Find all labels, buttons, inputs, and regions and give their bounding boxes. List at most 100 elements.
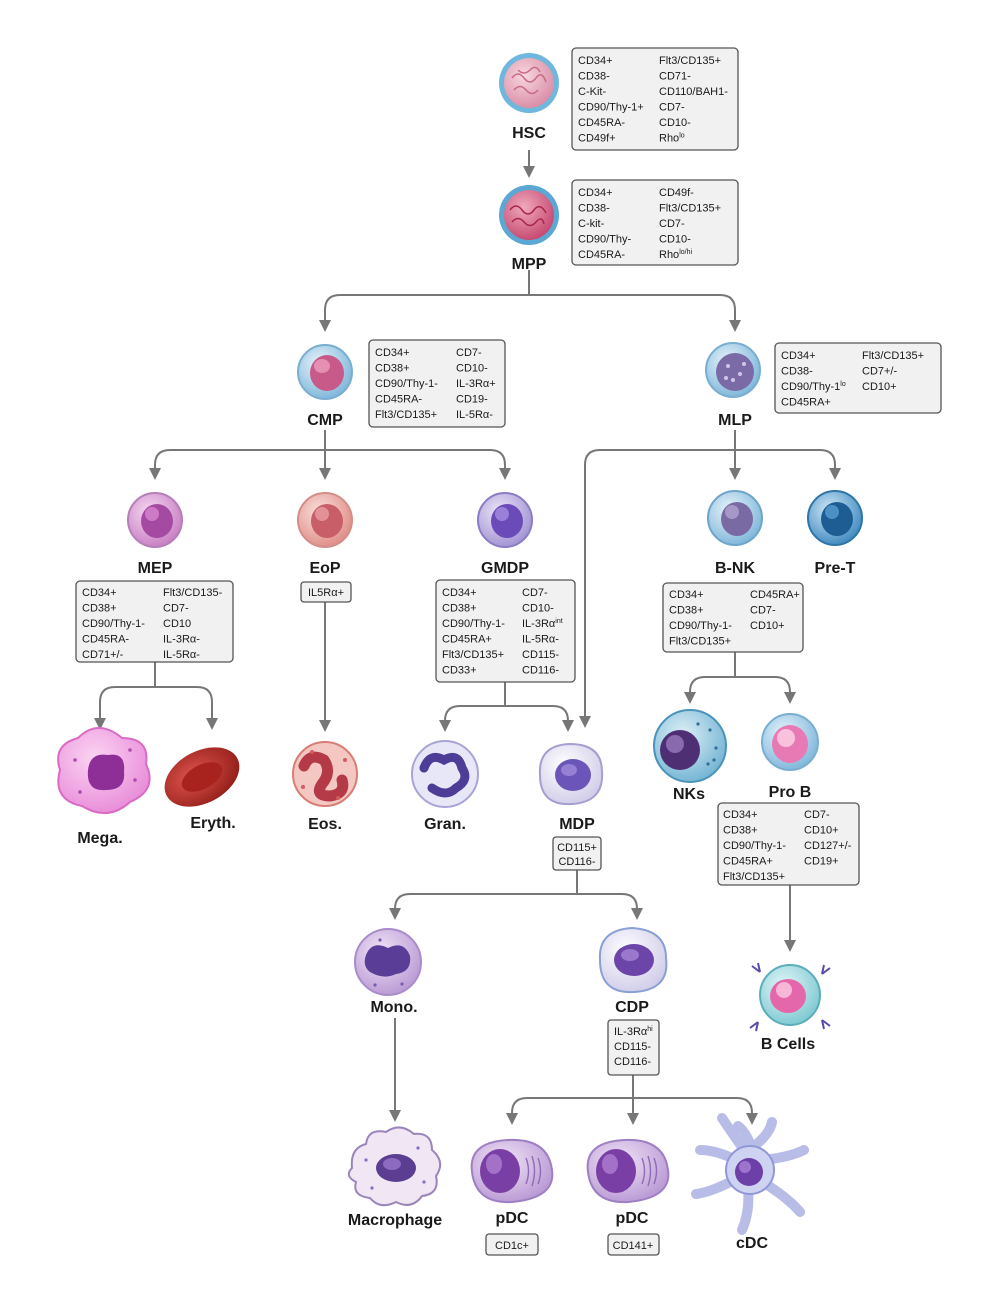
nks-cell-icon [653, 709, 727, 783]
pdc1-marker-box: CD1c+ [485, 1233, 539, 1256]
mpp-cell-icon [499, 185, 559, 245]
prob-marker-box: CD34+CD38+CD90/Thy-1-CD45RA+Flt3/CD135+ … [717, 802, 860, 886]
mep-marker-box: CD34+CD38+CD90/Thy-1-CD45RA-CD71+/- Flt3… [75, 580, 234, 663]
gran-cell-icon [411, 740, 479, 808]
bnk-cell-icon [707, 490, 763, 546]
eop-cell-icon [297, 492, 353, 548]
cdp-cell-icon [598, 926, 668, 994]
eryth-cell-icon [164, 747, 240, 807]
pdc2-marker-box: CD141+ [607, 1233, 660, 1256]
prob-label: Pro B [769, 784, 812, 801]
arrowhead [562, 720, 574, 732]
cmp-cell-icon [297, 344, 353, 400]
svg-text:CD34+CD38+CD90/Thy-1-CD45RA-Fl: CD34+CD38+CD90/Thy-1-CD45RA-Flt3/CD135+ [375, 347, 438, 421]
pdc2-cell-icon [586, 1138, 670, 1204]
arrowhead [439, 720, 451, 732]
connector-bnk-split [689, 652, 791, 694]
connector-gmdp-split [444, 682, 569, 722]
mdp-marker-box: CD115+CD116- [552, 836, 602, 871]
mono-cell-icon [354, 928, 422, 996]
connectors [94, 150, 841, 1125]
arrowhead [149, 468, 161, 480]
connector-mpp-split [324, 270, 736, 322]
hsc-label: HSC [512, 125, 546, 142]
bnk-label: B-NK [715, 560, 755, 577]
eryth-label: Eryth. [190, 815, 235, 832]
arrowhead [746, 1113, 758, 1125]
svg-text:CD34+CD38+CD90/Thy-1-CD45RA-CD: CD34+CD38+CD90/Thy-1-CD45RA-CD71+/- [82, 587, 145, 661]
mpp-label: MPP [512, 256, 547, 273]
eos-label: Eos. [308, 816, 342, 833]
eos-cell-icon [292, 741, 358, 807]
hsc-marker-box: CD34+CD38-C-Kit-CD90/Thy-1+CD45RA-CD49f+… [571, 47, 739, 151]
mono-label: Mono. [370, 999, 417, 1016]
svg-text:IL5Rα+: IL5Rα+ [308, 587, 344, 599]
connector-mdp-split [394, 870, 638, 910]
eop-label: EoP [309, 560, 340, 577]
mlp-label: MLP [718, 412, 752, 429]
svg-text:CD34+CD38+CD90/Thy-1-CD45RA+Fl: CD34+CD38+CD90/Thy-1-CD45RA+Flt3/CD135+ [723, 809, 786, 883]
arrowhead [319, 320, 331, 332]
pdc2-label: pDC [616, 1210, 649, 1227]
arrowhead [829, 468, 841, 480]
arrowhead [506, 1113, 518, 1125]
svg-text:Flt3/CD135+CD7+/-CD10+: Flt3/CD135+CD7+/-CD10+ [862, 350, 924, 393]
bcells-cell-icon [749, 962, 831, 1032]
gran-label: Gran. [424, 816, 466, 833]
cdc-cell-icon [691, 1113, 809, 1235]
svg-text:CD34+CD38-C-kit-CD90/Thy-CD45R: CD34+CD38-C-kit-CD90/Thy-CD45RA- [578, 187, 632, 261]
pret-cell-icon [807, 490, 863, 546]
macrophage-cell-icon [347, 1126, 442, 1207]
mpp-marker-box: CD34+CD38-C-kit-CD90/Thy-CD45RA- CD49f-F… [571, 179, 739, 266]
mdp-label: MDP [559, 816, 595, 833]
svg-text:CD7-CD10-IL-3Rα+CD19-IL-5Rα-: CD7-CD10-IL-3Rα+CD19-IL-5Rα- [456, 347, 496, 421]
svg-text:CD49f-Flt3/CD135+CD7-CD10-Rhol: CD49f-Flt3/CD135+CD7-CD10-Rholo/hi [659, 187, 721, 261]
hsc-cell-icon [499, 53, 559, 113]
gmdp-cell-icon [477, 492, 533, 548]
connector-cmp-split [154, 430, 506, 470]
mlp-cell-icon [705, 342, 761, 398]
arrowhead [784, 692, 796, 704]
arrowhead [206, 718, 218, 730]
svg-text:CD141+: CD141+ [613, 1240, 654, 1252]
pret-label: Pre-T [815, 560, 856, 577]
arrowhead [94, 718, 106, 730]
svg-text:Flt3/CD135+CD71-CD110/BAH1-CD7: Flt3/CD135+CD71-CD110/BAH1-CD7-CD10-Rhol… [659, 55, 728, 145]
mep-label: MEP [138, 560, 173, 577]
arrowhead [631, 908, 643, 920]
arrowhead [729, 468, 741, 480]
arrowhead [389, 908, 401, 920]
arrowhead [523, 166, 535, 178]
connector-cdp-split [511, 1075, 753, 1115]
gmdp-marker-box: CD34+CD38+CD90/Thy-1-CD45RA+Flt3/CD135+C… [435, 579, 576, 683]
pdc1-cell-icon [470, 1138, 554, 1204]
cdp-label: CDP [615, 999, 649, 1016]
cmp-label: CMP [307, 412, 343, 429]
cdc-label: cDC [736, 1235, 768, 1252]
prob-cell-icon [761, 713, 819, 771]
svg-text:CD34+CD38+CD90/Thy-1-Flt3/CD13: CD34+CD38+CD90/Thy-1-Flt3/CD135+ [669, 589, 732, 648]
svg-text:CD34+CD38-C-Kit-CD90/Thy-1+CD4: CD34+CD38-C-Kit-CD90/Thy-1+CD45RA-CD49f+ [578, 55, 644, 145]
mega-label: Mega. [77, 830, 122, 847]
arrowhead [319, 468, 331, 480]
pdc1-label: pDC [496, 1210, 529, 1227]
mdp-cell-icon [538, 742, 604, 806]
arrowhead [784, 940, 796, 952]
arrowhead [499, 468, 511, 480]
gmdp-label: GMDP [481, 560, 529, 577]
svg-text:CD1c+: CD1c+ [495, 1240, 529, 1252]
bcells-label: B Cells [761, 1036, 815, 1053]
nks-label: NKs [673, 786, 705, 803]
mega-cell-icon [57, 727, 151, 814]
connector-mep-split [99, 662, 213, 720]
connector-mlp-split [584, 430, 836, 718]
arrowhead [684, 692, 696, 704]
arrowhead [579, 716, 591, 728]
arrowhead [627, 1113, 639, 1125]
cmp-marker-box: CD34+CD38+CD90/Thy-1-CD45RA-Flt3/CD135+ … [368, 339, 506, 428]
